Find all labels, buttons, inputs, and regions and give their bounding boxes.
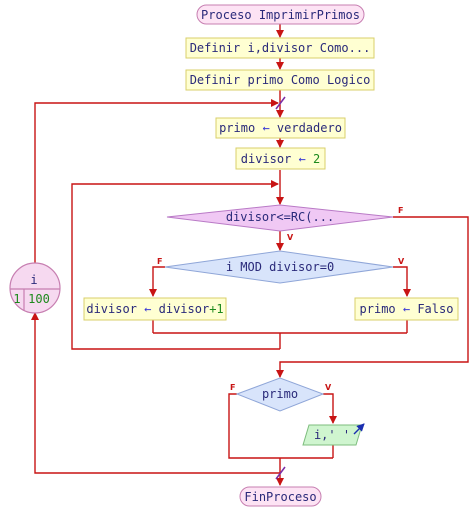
define-primo-box: Definir primo Como Logico	[185, 69, 375, 91]
flow-loop-entry-line	[34, 99, 279, 264]
output-arrow-icon	[353, 423, 365, 435]
assign-divisor-value: 2	[306, 152, 320, 166]
assign-divisor-text: divisor ← 2	[241, 152, 320, 166]
increment-divisor-text: divisor ← divisor+1	[86, 302, 223, 316]
flow-primo-true	[323, 393, 337, 424]
increment-divisor-box: divisor ← divisor+1	[83, 297, 227, 321]
loop-tick-bottom	[275, 466, 286, 480]
loop-ticks	[275, 96, 286, 480]
assign-primo-arrow: ←	[262, 121, 269, 135]
loop-tick-top	[275, 96, 286, 110]
loop-to-label: 100	[28, 292, 50, 306]
assign-primo-value: verdadero	[270, 121, 342, 135]
define-vars-label: Definir i,divisor Como...	[190, 41, 371, 55]
while-condition-label: divisor<=RC(...	[226, 210, 334, 224]
output-label: i,' '	[314, 428, 350, 442]
connectors	[31, 24, 469, 486]
for-loop-circle: i 1 100	[9, 262, 61, 314]
end-terminal: FinProceso	[239, 486, 322, 507]
while-true-tag: V	[287, 233, 294, 242]
mod-false-tag: F	[157, 257, 162, 266]
start-label: Proceso ImprimirPrimos	[201, 8, 360, 22]
assign-divisor-arrow: ←	[299, 152, 306, 166]
primo-true-tag: V	[325, 383, 332, 392]
assign-primo-false-var: primo	[360, 302, 403, 316]
end-label: FinProceso	[244, 490, 316, 504]
while-condition-diamond: divisor<=RC(...	[166, 204, 394, 232]
assign-primo-false-text: primo ← Falso	[360, 302, 454, 316]
define-primo-label: Definir primo Como Logico	[190, 73, 371, 87]
assign-primo-false-value: Falso	[410, 302, 453, 316]
assign-primo-box: primo ← verdadero	[215, 117, 346, 139]
loop-variable-label: i	[30, 273, 37, 287]
flow-while-back-edge	[71, 180, 280, 350]
assign-primo-false-box: primo ← Falso	[354, 297, 459, 321]
increment-divisor-number: +1	[209, 302, 223, 316]
increment-divisor-arrow: ←	[144, 302, 151, 316]
increment-divisor-var: divisor	[86, 302, 144, 316]
mod-condition-label: i MOD divisor=0	[226, 260, 334, 274]
increment-divisor-expr: divisor	[151, 302, 209, 316]
while-false-tag: F	[398, 206, 403, 215]
flow-mod-false	[149, 266, 165, 297]
primo-false-tag: F	[230, 383, 235, 392]
loop-from-label: 1	[13, 292, 20, 306]
assign-primo-false-arrow: ←	[403, 302, 410, 316]
output-parallelogram: i,' '	[302, 423, 365, 446]
flow-primo-false	[228, 393, 333, 459]
mod-condition-diamond: i MOD divisor=0	[164, 250, 394, 284]
flow-while-false	[276, 216, 469, 378]
start-terminal: Proceso ImprimirPrimos	[196, 4, 365, 25]
assign-primo-text: primo ← verdadero	[219, 121, 342, 135]
mod-true-tag: V	[398, 257, 405, 266]
assign-primo-var: primo	[219, 121, 262, 135]
assign-divisor-box: divisor ← 2	[235, 147, 326, 170]
assign-divisor-var: divisor	[241, 152, 299, 166]
primo-condition-diamond: primo	[235, 377, 325, 412]
flow-mod-true	[393, 266, 411, 297]
define-vars-box: Definir i,divisor Como...	[185, 37, 375, 59]
primo-condition-label: primo	[262, 387, 298, 401]
flow-loop-exit-line	[31, 312, 280, 474]
